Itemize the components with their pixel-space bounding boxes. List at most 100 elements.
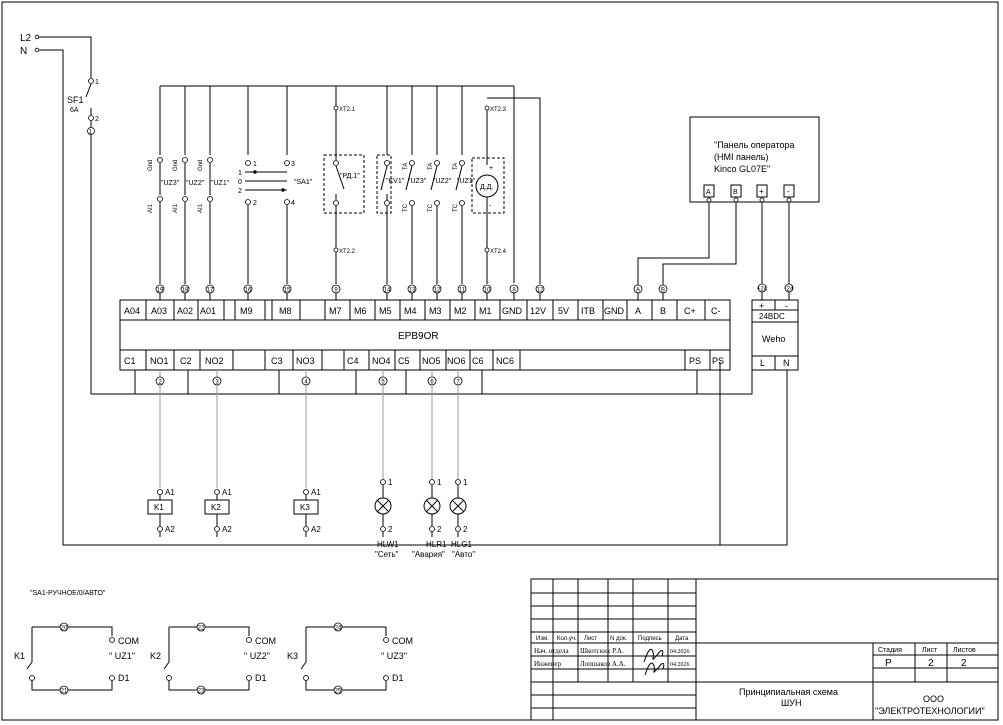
hlg1-code: HLG1 — [451, 540, 472, 549]
rd1-label: "РД.1" — [340, 173, 360, 180]
svg-text:ITB: ITB — [581, 306, 595, 316]
sheet-value: 2 — [928, 658, 934, 669]
svg-text:12: 12 — [537, 288, 544, 294]
stage-value: P — [885, 658, 892, 669]
svg-text:A2: A2 — [311, 525, 321, 534]
svg-text:TA: TA — [453, 163, 459, 170]
k2-label: K2 — [211, 503, 221, 512]
svg-text:"UZ1": "UZ1" — [457, 178, 476, 185]
svg-text:18: 18 — [182, 288, 189, 294]
svg-text:7: 7 — [456, 380, 460, 386]
svg-text:1: 1 — [437, 478, 442, 487]
svg-text:M5: M5 — [379, 306, 392, 316]
psu-name: Weho — [762, 334, 785, 344]
controller-name: EPB9OR — [398, 331, 439, 342]
svg-text:1: 1 — [95, 79, 99, 86]
rd1-pressure-relay: XT2.1 "РД.1" XT2.2 — [323, 105, 365, 284]
svg-text:C6: C6 — [472, 356, 484, 366]
svg-text:M9: M9 — [240, 306, 253, 316]
svg-text:13: 13 — [409, 288, 416, 294]
svg-text:A: A — [636, 288, 640, 294]
svg-text:+24: +24 — [757, 287, 768, 293]
hlw1-desc: "Сеть" — [375, 550, 399, 559]
svg-text:Дата: Дата — [675, 636, 689, 642]
svg-text:NO4: NO4 — [372, 356, 391, 366]
svg-text:Изм.: Изм. — [536, 636, 549, 642]
svg-text:16: 16 — [245, 288, 252, 294]
uz2-analog: "UZ2" — [186, 180, 205, 187]
svg-text:B: B — [660, 306, 666, 316]
signature-2 — [644, 662, 665, 676]
svg-text:PS: PS — [689, 356, 701, 366]
lamp-hlg1: 1 2 HLG1 "Авто" — [449, 478, 475, 559]
svg-text:+: + — [759, 187, 764, 196]
hlr1-desc: "Авария" — [412, 550, 445, 559]
svg-text:1: 1 — [253, 161, 257, 168]
svg-text:K2: K2 — [150, 651, 161, 661]
svg-text:1: 1 — [388, 478, 393, 487]
svg-text:XT2.3: XT2.3 — [490, 107, 507, 113]
svg-text:2: 2 — [437, 525, 442, 534]
svg-text:3: 3 — [291, 161, 295, 168]
pressure-sensor-dd: XT2.3 + Д.Д. - XT2.4 — [471, 97, 541, 284]
svg-text:1: 1 — [238, 170, 242, 177]
svg-text:Шкотских Р.А.: Шкотских Р.А. — [580, 647, 624, 655]
svg-text:AI1: AI1 — [148, 203, 154, 213]
svg-text:K1: K1 — [14, 651, 25, 661]
svg-text:" UZ2": " UZ2" — [244, 651, 270, 661]
svg-text:2: 2 — [158, 380, 162, 386]
svg-text:20: 20 — [61, 626, 68, 632]
svg-text:4: 4 — [304, 380, 308, 386]
svg-text:6: 6 — [430, 380, 434, 386]
svg-text:M8: M8 — [279, 306, 292, 316]
kv1-label: "KV1" — [386, 178, 405, 185]
svg-text:0: 0 — [238, 179, 242, 186]
dd-label: Д.Д. — [480, 184, 493, 191]
n-label: N — [20, 46, 27, 57]
svg-text:25: 25 — [335, 689, 342, 695]
svg-text:NC6: NC6 — [496, 356, 514, 366]
svg-text:-24: -24 — [785, 287, 794, 293]
uz3-analog: "UZ3" — [161, 180, 180, 187]
psu-voltage: 24BDC — [759, 312, 785, 321]
svg-text:14: 14 — [384, 288, 391, 294]
svg-text:1: 1 — [89, 130, 93, 136]
detail-uz2: 22 COM " UZ2" D1 K2 23 — [150, 622, 276, 695]
svg-text:2: 2 — [95, 116, 99, 123]
svg-text:A04: A04 — [124, 306, 140, 316]
hmi-panel: "Панель оператора (HMI панель) Kinco GL0… — [637, 116, 820, 285]
svg-text:1: 1 — [463, 478, 468, 487]
svg-text:M4: M4 — [404, 306, 417, 316]
svg-text:Стадия: Стадия — [878, 647, 902, 654]
svg-text:9: 9 — [334, 288, 338, 294]
svg-text:XT2.4: XT2.4 — [490, 249, 507, 255]
drawing-title-2: ШУН — [781, 698, 801, 708]
svg-text:15: 15 — [284, 288, 291, 294]
svg-text:8: 8 — [512, 288, 516, 294]
svg-text:17: 17 — [207, 288, 214, 294]
org-line-1: ООО — [923, 694, 944, 704]
svg-text:N: N — [783, 358, 790, 368]
relay-k3: A1 K3 A2 — [293, 488, 321, 534]
svg-text:XT2.2: XT2.2 — [339, 249, 356, 255]
uz1-analog: "UZ1" — [211, 180, 230, 187]
svg-text:TC: TC — [403, 203, 409, 212]
svg-text:12V: 12V — [530, 306, 546, 316]
svg-text:"UZ3": "UZ3" — [408, 178, 427, 185]
fault-contacts: "KV1" "UZ3" "UZ2" "UZ1" TA TA TA TC TC T… — [376, 154, 476, 284]
svg-text:NO2: NO2 — [205, 356, 224, 366]
svg-text:A2: A2 — [165, 525, 175, 534]
svg-text:12: 12 — [434, 288, 441, 294]
supply-lines: L2 N — [20, 33, 721, 546]
svg-text:C-: C- — [711, 306, 721, 316]
svg-text:L: L — [760, 358, 765, 368]
svg-text:2: 2 — [238, 188, 242, 195]
hlr1-code: HLR1 — [426, 540, 447, 549]
svg-text:Лопшаков А.А.: Лопшаков А.А. — [580, 660, 626, 668]
svg-text:04.2026: 04.2026 — [670, 649, 690, 655]
detail-title: "SA1-РУЧНОЕ/0/АВТО" — [30, 590, 106, 597]
svg-text:C+: C+ — [684, 306, 696, 316]
svg-text:2: 2 — [388, 525, 393, 534]
svg-text:A1: A1 — [165, 488, 175, 497]
